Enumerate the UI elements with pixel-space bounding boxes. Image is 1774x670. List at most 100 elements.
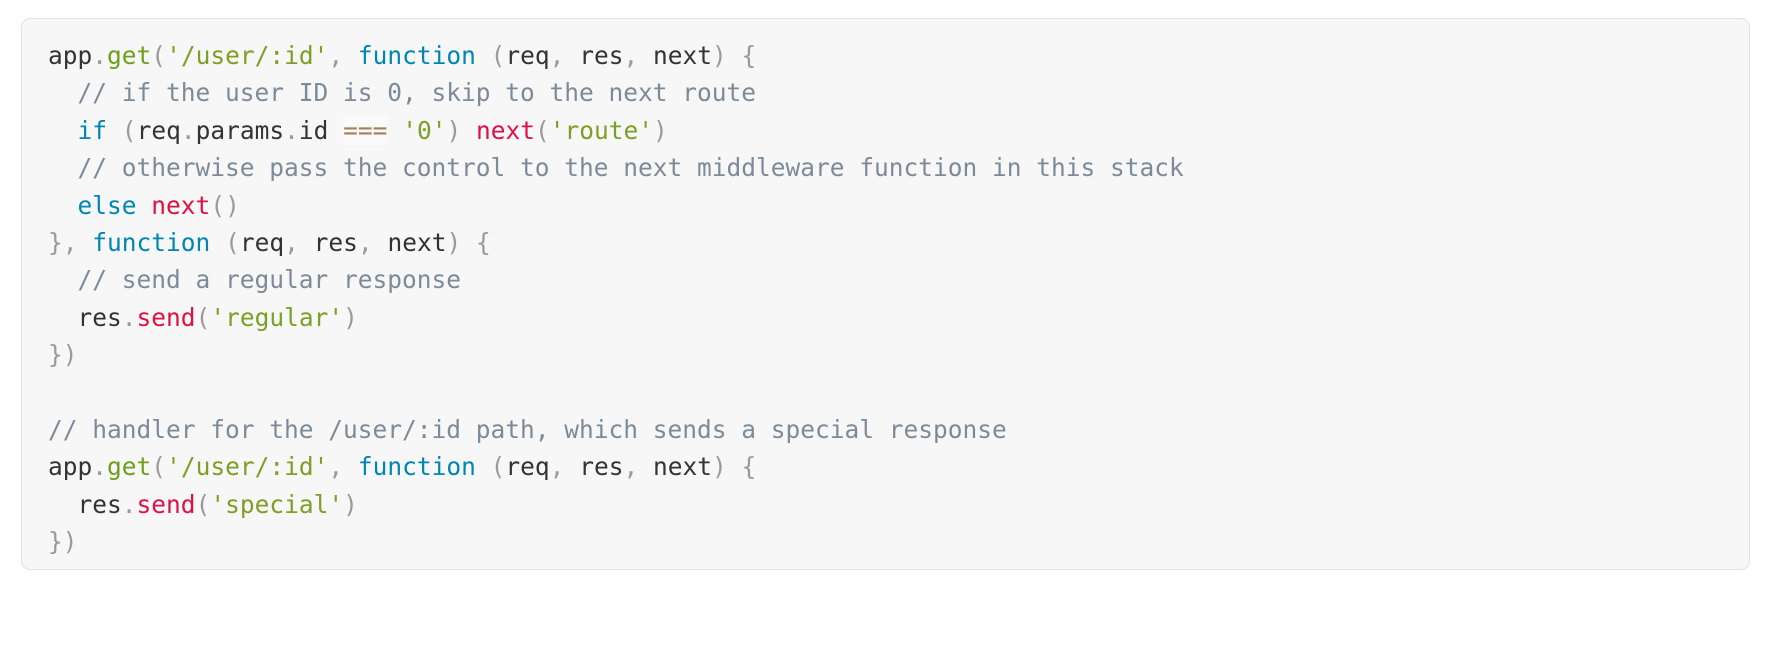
- code-token-punc: ): [62, 340, 78, 370]
- code-token-punc: }: [48, 228, 63, 258]
- code-token-punc: {: [741, 41, 757, 70]
- code-line: // send a regular response: [48, 261, 1723, 298]
- code-line: }): [48, 523, 1723, 560]
- code-token-plain: [48, 490, 78, 519]
- code-token-punc: (: [151, 41, 167, 70]
- code-token-punc: ,: [357, 228, 373, 258]
- code-token-meth: get: [107, 41, 152, 70]
- code-token-plain: [137, 191, 152, 220]
- code-line: res.send('special'): [48, 486, 1723, 523]
- code-token-punc: .: [92, 452, 108, 482]
- code-token-kw: else: [77, 190, 137, 220]
- code-token-plain: [564, 41, 579, 70]
- code-token-punc: ): [62, 527, 78, 557]
- code-token-plain: [387, 116, 402, 145]
- code-token-plain: res: [77, 302, 122, 332]
- code-block[interactable]: app.get('/user/:id', function (req, res,…: [21, 18, 1750, 570]
- code-token-fn: next: [151, 190, 211, 220]
- code-token-plain: [107, 116, 122, 145]
- code-token-kw: function: [357, 41, 476, 70]
- code-token-punc: .: [180, 115, 196, 145]
- code-line: res.send('regular'): [48, 299, 1723, 336]
- code-token-plain: [476, 452, 491, 481]
- code-line: }): [48, 336, 1723, 373]
- code-token-punc: .: [92, 41, 108, 70]
- code-token-punc: (: [225, 228, 240, 258]
- code-token-punc: (: [151, 452, 167, 482]
- code-token-kw: function: [357, 452, 476, 482]
- code-token-plain: req: [239, 228, 285, 258]
- code-token-kw: if: [77, 115, 108, 145]
- code-token-plain: app: [48, 41, 93, 70]
- code-token-plain: [461, 228, 476, 257]
- code-token-plain: res: [313, 228, 358, 258]
- code-token-punc: ,: [623, 452, 639, 482]
- code-token-plain: [638, 41, 653, 70]
- code-token-plain: id: [298, 115, 329, 145]
- code-token-punc: }: [48, 340, 63, 370]
- code-token-punc: (: [195, 302, 211, 332]
- code-content[interactable]: app.get('/user/:id', function (req, res,…: [48, 37, 1723, 561]
- code-token-punc: {: [741, 452, 757, 482]
- code-token-punc: ): [446, 115, 462, 145]
- code-token-punc: (: [490, 41, 506, 70]
- code-token-plain: [727, 41, 742, 70]
- code-token-plain: req: [136, 115, 181, 145]
- code-token-str: 'route': [549, 115, 654, 145]
- code-token-punc: (: [195, 489, 211, 519]
- code-token-plain: res: [579, 452, 624, 482]
- code-token-plain: [78, 228, 93, 257]
- code-line: }, function (req, res, next) {: [48, 224, 1723, 261]
- code-token-plain: req: [505, 452, 550, 482]
- code-token-punc: ): [712, 41, 727, 70]
- code-token-punc: (: [121, 115, 137, 145]
- code-token-plain: [343, 452, 358, 481]
- code-token-plain: next: [653, 452, 713, 482]
- code-token-plain: [48, 303, 78, 332]
- code-token-kw: function: [92, 228, 211, 258]
- code-token-fn: send: [136, 302, 196, 332]
- code-token-punc: ,: [623, 41, 639, 70]
- code-token-plain: next: [653, 41, 713, 70]
- code-token-str: '/user/:id': [166, 41, 329, 70]
- code-token-punc: ,: [549, 452, 565, 482]
- code-token-str: 'special': [210, 489, 344, 519]
- code-token-cmt: // handler for the /user/:id path, which…: [48, 415, 1007, 445]
- code-token-plain: res: [579, 41, 624, 70]
- code-line: app.get('/user/:id', function (req, res,…: [48, 37, 1723, 74]
- code-token-punc: ,: [284, 228, 299, 258]
- code-token-punc: {: [475, 228, 491, 258]
- code-token-punc: (: [535, 115, 550, 145]
- code-token-fn: next: [475, 115, 535, 145]
- code-token-str: '/user/:id': [166, 452, 329, 482]
- code-token-plain: [48, 265, 78, 294]
- code-token-plain: [48, 116, 78, 145]
- code-token-punc: .: [121, 489, 137, 519]
- code-token-plain: [299, 228, 314, 257]
- code-token-punc: ): [343, 489, 358, 519]
- code-token-cmt: // if the user ID is 0, skip to the next…: [77, 78, 757, 108]
- code-token-plain: next: [387, 228, 447, 258]
- code-token-str: '0': [402, 115, 447, 145]
- code-token-plain: req: [505, 41, 550, 70]
- code-token-punc: ): [712, 452, 727, 482]
- code-token-plain: [48, 191, 78, 220]
- code-token-punc: (: [210, 190, 226, 220]
- code-token-plain: res: [77, 489, 122, 519]
- code-line: // otherwise pass the control to the nex…: [48, 149, 1723, 186]
- code-token-punc: ): [343, 302, 358, 332]
- code-token-op: ===: [343, 115, 388, 145]
- code-token-plain: [343, 41, 358, 70]
- code-token-punc: .: [121, 302, 137, 332]
- code-token-fn: send: [136, 489, 196, 519]
- code-token-plain: [564, 452, 579, 481]
- code-token-punc: }: [48, 527, 63, 557]
- code-token-punc: ): [225, 190, 240, 220]
- code-token-plain: [328, 116, 343, 145]
- code-token-plain: app: [48, 452, 93, 482]
- code-token-plain: [48, 153, 78, 182]
- code-token-plain: [476, 41, 491, 70]
- code-token-plain: [373, 228, 388, 257]
- code-token-punc: ): [446, 228, 462, 258]
- code-token-plain: [638, 452, 653, 481]
